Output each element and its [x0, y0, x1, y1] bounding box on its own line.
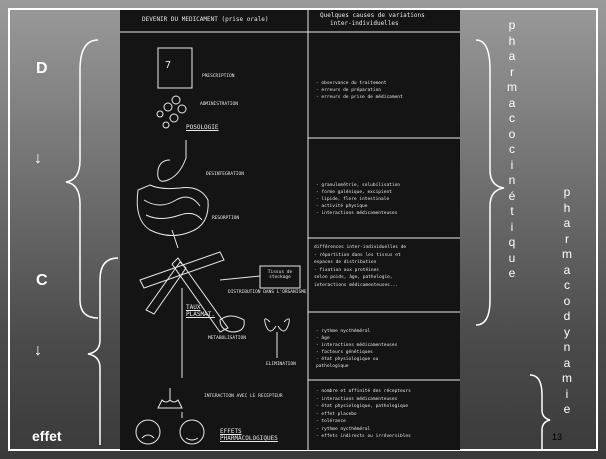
vertical-letter: n — [505, 173, 519, 189]
vertical-letter: a — [560, 356, 574, 372]
cause-line: - interactions médicamenteuses — [316, 210, 400, 217]
label-posologie: POSOLOGIE — [186, 124, 219, 131]
cause-line: différences inter-individuelles de — [314, 244, 406, 252]
label-prescription: PRESCRIPTION — [202, 74, 235, 79]
diagram-drawing: 7 — [120, 10, 460, 450]
page-number: 13 — [552, 432, 562, 442]
cause-line: interactions médicamenteuses... — [314, 282, 406, 290]
svg-text:7: 7 — [165, 60, 171, 71]
cause-line: - rythme nycthéméral — [316, 328, 397, 335]
cause-line: - granulométrie, solubilisation — [316, 182, 400, 189]
vertical-letter: p — [505, 18, 519, 34]
vertical-letter: m — [505, 80, 519, 96]
label-tissus: Tissus de stockage — [262, 270, 298, 280]
label-interaction: INTERACTION AVEC LE RECEPTEUR — [204, 394, 283, 399]
vertical-letter: d — [560, 309, 574, 325]
vertical-letter: e — [560, 402, 574, 418]
vertical-letter: q — [505, 235, 519, 251]
cause-line: - lipide, flore intestinale — [316, 196, 400, 203]
vertical-letter: o — [560, 294, 574, 310]
vertical-letter: i — [505, 220, 519, 236]
cause-line: - forme galénique, excipient — [316, 189, 400, 196]
cause-line: espaces de distribution — [314, 259, 406, 267]
vertical-letter: c — [560, 278, 574, 294]
vertical-letter: a — [505, 96, 519, 112]
label-resorption: RESORPTION — [212, 216, 239, 221]
vertical-letter: c — [505, 111, 519, 127]
causes-block-4: - rythme nycthéméral - âge - interaction… — [316, 328, 397, 370]
cause-line: - observance du traitement — [316, 80, 403, 87]
vertical-letter: u — [505, 251, 519, 267]
cause-line: - effets indirects ou irréversibles — [316, 433, 411, 441]
label-metabolisation: METABOLISATION — [208, 336, 246, 341]
cause-line: - facteurs génétiques — [316, 349, 397, 356]
cause-line: - tolérance — [316, 418, 411, 426]
vertical-letter: p — [560, 185, 574, 201]
cause-line: - répartition dans les tissus et — [314, 252, 406, 260]
label-taux: TAUX PLASMAT. — [186, 304, 226, 318]
cause-line: - erreurs de prise de médicament — [316, 94, 403, 101]
vertical-letter: a — [560, 216, 574, 232]
vertical-letter: c — [505, 142, 519, 158]
cause-line: - nombre et affinité des récepteurs — [316, 388, 411, 396]
cause-line: - fixation aux protéines — [314, 267, 406, 275]
vertical-letter: m — [560, 247, 574, 263]
header-left: DEVENIR DU MEDICAMENT (prise orale) — [142, 16, 268, 23]
vertical-letter: a — [505, 49, 519, 65]
label-desintegration: DESINTEGRATION — [206, 172, 244, 177]
vertical-letter: m — [560, 371, 574, 387]
cause-line: - interactions médicamenteuses — [316, 396, 411, 404]
causes-block-1: - observance du traitement - erreurs de … — [316, 80, 403, 101]
header-right-2: inter-individuelles — [330, 20, 399, 27]
vertical-letter: n — [560, 340, 574, 356]
vertical-letter: o — [505, 127, 519, 143]
diagram-panel: 7 DEVENIR DU MEDICAMENT (prise orale) Qu… — [120, 10, 460, 450]
cause-line: - état physiologique, pathologique — [316, 403, 411, 411]
causes-block-5: - nombre et affinité des récepteurs - in… — [316, 388, 411, 441]
cause-line: - rythme nycthéméral — [316, 426, 411, 434]
vertical-letter: é — [505, 189, 519, 205]
label-elimination: ELIMINATION — [266, 362, 296, 367]
cause-line: selon poids, âge, pathologie, — [314, 274, 406, 282]
vertical-letter: h — [560, 201, 574, 217]
cause-line: - âge — [316, 335, 397, 342]
vertical-letter: i — [505, 158, 519, 174]
label-administration: ADMINISTRATION — [200, 102, 238, 107]
label-distribution: DISTRIBUTION DANS L'ORGANISME — [228, 290, 308, 295]
cause-line: - état physiologique ou — [316, 356, 397, 363]
cause-line: - erreurs de préparation — [316, 87, 403, 94]
vertical-letter: r — [505, 65, 519, 81]
cause-line: - activité physique — [316, 203, 400, 210]
vertical-letter: i — [560, 387, 574, 403]
header-right-1: Quelques causes de variations — [320, 12, 425, 19]
vertical-letter: e — [505, 266, 519, 282]
vertical-letter: r — [560, 232, 574, 248]
cause-line: - interactions médicamenteuses — [316, 342, 397, 349]
causes-block-3: différences inter-individuelles de - rép… — [314, 244, 406, 289]
vertical-letter: a — [560, 263, 574, 279]
cause-line: pathologique — [316, 363, 397, 370]
vertical-letter: h — [505, 34, 519, 50]
vertical-letter: t — [505, 204, 519, 220]
causes-block-2: - granulométrie, solubilisation - forme … — [316, 182, 400, 217]
label-effets: EFFETS PHARMACOLOGIQUES — [220, 428, 294, 442]
cause-line: - effet placebo — [316, 411, 411, 419]
vertical-letter: y — [560, 325, 574, 341]
